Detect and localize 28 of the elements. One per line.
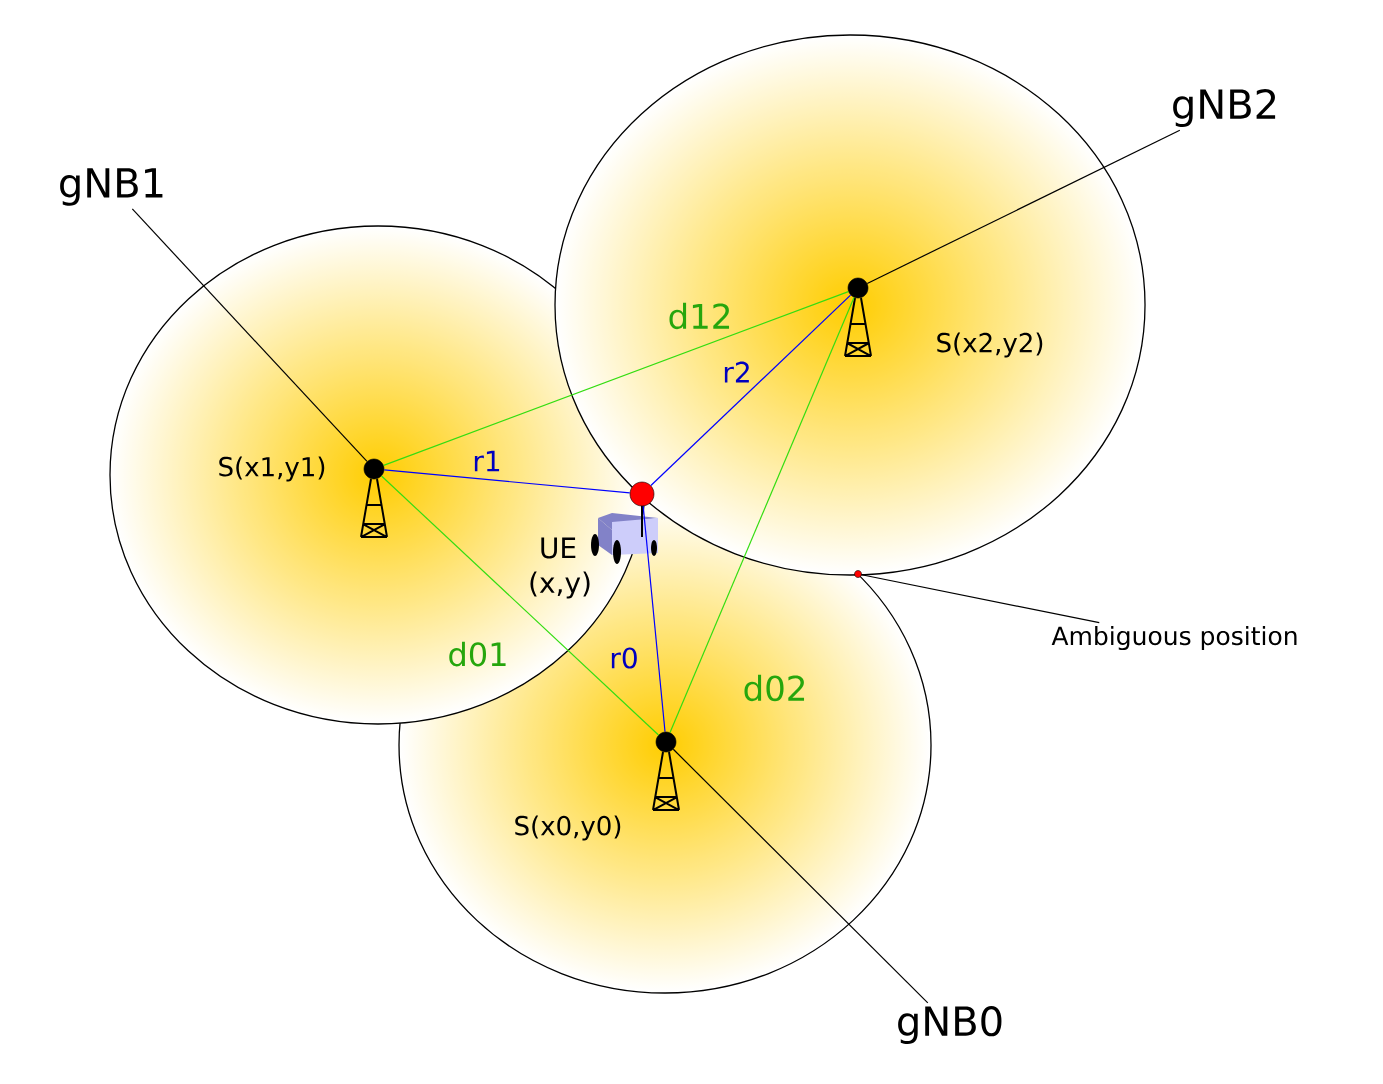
distance-line xyxy=(669,296,855,734)
leader-line xyxy=(672,748,929,1004)
position-label: S(x1,y1) xyxy=(219,456,325,482)
position-label: UE xyxy=(541,537,576,559)
position-label: S(x2,y2) xyxy=(937,332,1043,358)
edge-label: d12 xyxy=(669,302,730,330)
edge-label: r0 xyxy=(611,647,637,669)
user-position-dot xyxy=(629,481,655,507)
label-text: Ambiguous position xyxy=(1051,625,1297,651)
position-label: S(x0,y0) xyxy=(515,815,621,841)
leader-line xyxy=(866,129,1181,285)
edge-label: d01 xyxy=(449,641,506,667)
distance-line xyxy=(642,505,666,733)
edge-label: d02 xyxy=(744,674,805,702)
leader-line xyxy=(131,208,368,463)
label-text: gNB2 xyxy=(1173,89,1276,127)
distance-line xyxy=(383,469,631,494)
position-label: (x,y) xyxy=(530,571,590,599)
antenna-dot xyxy=(655,731,677,753)
edge-label: r1 xyxy=(474,450,500,472)
antenna-dot xyxy=(363,458,385,480)
label-text: gNB0 xyxy=(898,1006,1002,1044)
distance-line xyxy=(650,294,852,487)
distance-line xyxy=(383,291,849,466)
distance-line xyxy=(380,475,660,736)
edge-label: r2 xyxy=(724,361,749,383)
antenna-dot xyxy=(847,277,869,299)
label-text: gNB1 xyxy=(60,168,163,206)
